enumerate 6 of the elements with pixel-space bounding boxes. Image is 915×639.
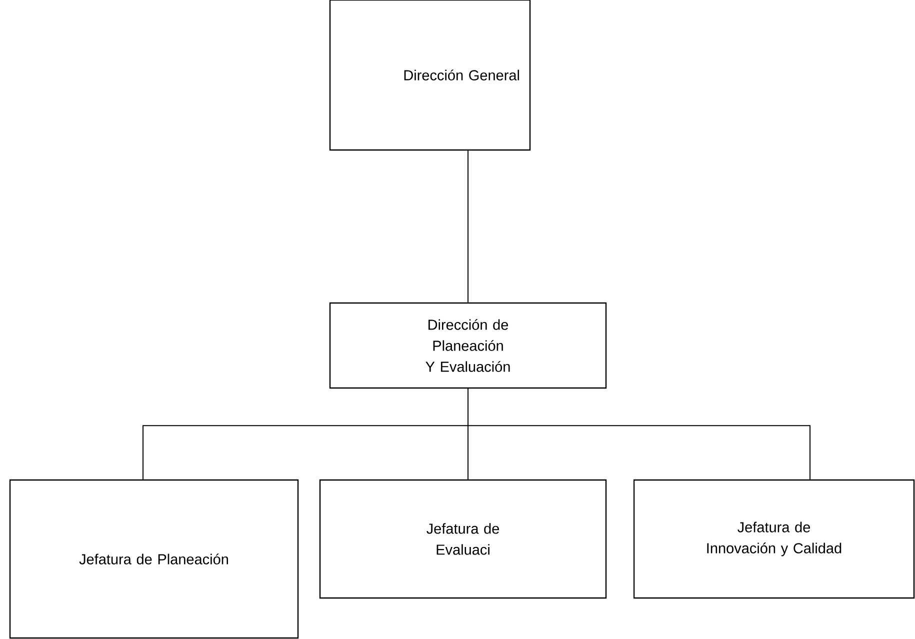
connector-line xyxy=(468,388,810,480)
org-box: Jefatura de Evaluaci xyxy=(319,479,607,599)
org-box: Dirección de Planeación Y Evaluación xyxy=(329,302,607,389)
org-box: Jefatura de Innovación y Calidad xyxy=(633,479,915,599)
org-box: Dirección General xyxy=(329,0,531,151)
org-box: Jefatura de Planeación xyxy=(9,479,299,639)
